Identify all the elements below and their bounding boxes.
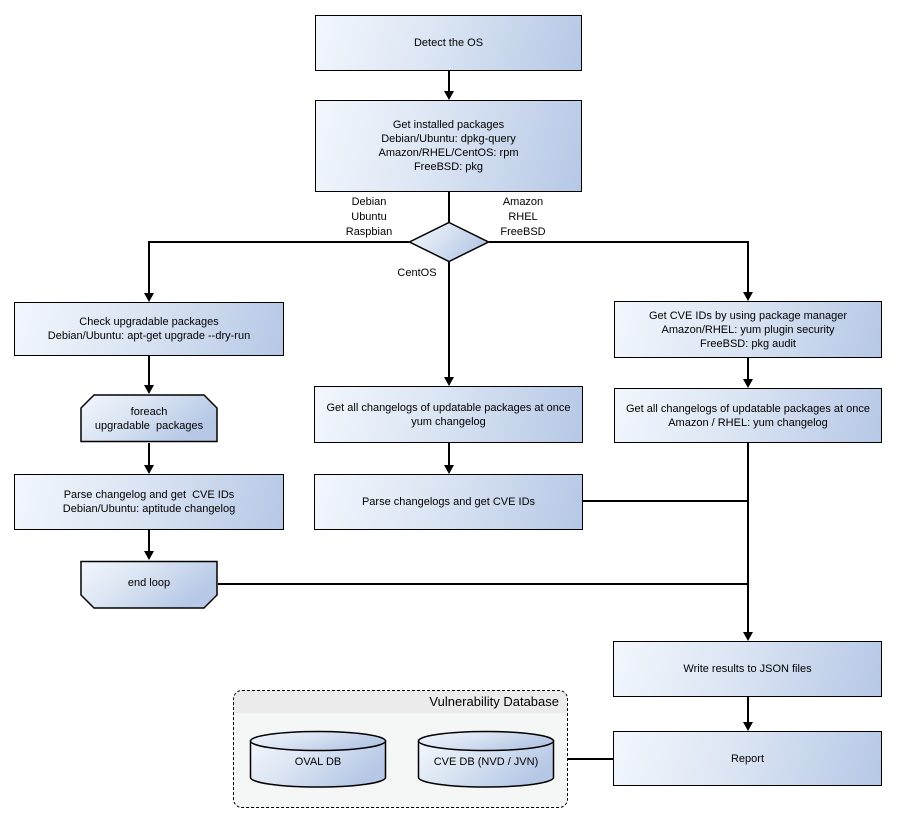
- node-line: CVE DB (NVD / JVN): [433, 756, 539, 768]
- node-line: Report: [730, 752, 765, 765]
- node-line: Amazon/RHEL/CentOS: rpm: [378, 147, 519, 159]
- connector-line: [218, 583, 748, 585]
- node-line: Parse changelogs and get CVE IDs: [361, 496, 536, 508]
- node-get-cve-ids-pkgmgr: Get CVE IDs by using package manager Ama…: [614, 301, 882, 358]
- node-line: Get all changelogs of updatable packages…: [625, 402, 870, 415]
- node-line: Get installed packages: [392, 119, 505, 131]
- node-line: Debian/Ubuntu: aptitude changelog: [62, 503, 236, 515]
- connector-line: [568, 758, 613, 760]
- branch-label-amazon: Amazon RHEL FreeBSD: [473, 195, 573, 240]
- connector-line: [148, 443, 150, 466]
- branch-label-line: Raspbian: [345, 226, 393, 238]
- branch-label-line: Amazon: [502, 196, 544, 208]
- node-detect-os: Detect the OS: [315, 15, 582, 71]
- node-parse-changelogs-centos: Parse changelogs and get CVE IDs: [314, 474, 583, 530]
- arrowhead-down: [743, 379, 753, 388]
- branch-label-line: Debian: [351, 196, 387, 208]
- connector-line: [448, 443, 450, 466]
- connector-line: [747, 241, 749, 293]
- connector-line: [489, 241, 749, 243]
- oval-db-label: OVAL DB: [249, 738, 387, 786]
- node-line: Parse changelog and get CVE IDs: [63, 489, 235, 501]
- arrowhead-down: [144, 465, 154, 474]
- node-get-changelogs-amazon: Get all changelogs of updatable packages…: [614, 388, 882, 443]
- node-line: Check upgradable packages: [79, 316, 219, 328]
- arrowhead-down: [743, 632, 753, 641]
- node-line: FreeBSD: pkg audit: [700, 337, 796, 350]
- node-line: Debian/Ubuntu: apt-get upgrade --dry-run: [47, 330, 251, 342]
- node-line: OVAL DB: [294, 756, 342, 768]
- branch-label-line: Ubuntu: [351, 211, 387, 223]
- cve-db-label: CVE DB (NVD / JVN): [417, 738, 555, 786]
- loop-start-shape: [80, 394, 218, 443]
- arrowhead-down: [743, 722, 753, 731]
- node-line: Amazon / RHEL: yum changelog: [668, 416, 828, 429]
- connector-line: [583, 500, 748, 502]
- node-get-installed-packages: Get installed packages Debian/Ubuntu: dp…: [315, 100, 582, 192]
- connector-line: [747, 443, 749, 633]
- node-line: Debian/Ubuntu: dpkg-query: [381, 133, 516, 145]
- loop-start-label: foreach upgradable packages: [80, 394, 218, 443]
- arrowhead-down: [444, 91, 454, 100]
- node-line: Write results to JSON files: [683, 663, 812, 675]
- node-line: Amazon/RHEL: yum plugin security: [661, 323, 835, 336]
- node-get-changelogs-centos: Get all changelogs of updatable packages…: [314, 386, 583, 443]
- connector-line: [148, 530, 150, 552]
- node-parse-changelog-deb: Parse changelog and get CVE IDs Debian/U…: [14, 474, 284, 530]
- arrowhead-down: [144, 385, 154, 394]
- loop-end-shape: [80, 560, 218, 609]
- arrowhead-down: [444, 377, 454, 386]
- arrowhead-down: [743, 292, 753, 301]
- connector-line: [448, 71, 450, 92]
- node-line: Get all changelogs of updatable packages…: [326, 401, 571, 414]
- arrowhead-down: [144, 293, 154, 302]
- node-line: Get CVE IDs by using package manager: [648, 309, 848, 322]
- node-report: Report: [613, 731, 882, 786]
- node-write-results: Write results to JSON files: [613, 641, 882, 697]
- node-line: FreeBSD: pkg: [413, 161, 484, 173]
- decision-diamond: [408, 221, 490, 263]
- connector-line: [448, 262, 450, 378]
- vulnerability-database-title: Vulnerability Database: [234, 691, 567, 713]
- connector-line: [148, 356, 150, 386]
- connector-line: [149, 241, 409, 243]
- branch-label-debian: Debian Ubuntu Raspbian: [319, 195, 419, 240]
- branch-label-centos: CentOS: [377, 266, 457, 281]
- node-line: foreach: [130, 405, 168, 418]
- arrowhead-down: [444, 465, 454, 474]
- connector-line: [747, 697, 749, 723]
- branch-label-line: CentOS: [397, 267, 437, 279]
- oval-db-cylinder-icon: [249, 730, 387, 788]
- cve-db-cylinder-icon: [417, 730, 555, 788]
- connector-line: [448, 192, 450, 222]
- node-line: upgradable packages: [94, 419, 204, 432]
- node-check-upgradable: Check upgradable packages Debian/Ubuntu:…: [14, 302, 284, 356]
- branch-label-line: FreeBSD: [500, 226, 546, 238]
- node-line: end loop: [127, 576, 171, 589]
- node-line: yum changelog: [411, 415, 486, 428]
- node-detect-os-label: Detect the OS: [413, 37, 484, 49]
- connector-line: [148, 241, 150, 294]
- connector-line: [747, 358, 749, 380]
- arrowhead-down: [144, 551, 154, 560]
- branch-label-line: RHEL: [508, 211, 538, 223]
- loop-end-label: end loop: [80, 558, 218, 607]
